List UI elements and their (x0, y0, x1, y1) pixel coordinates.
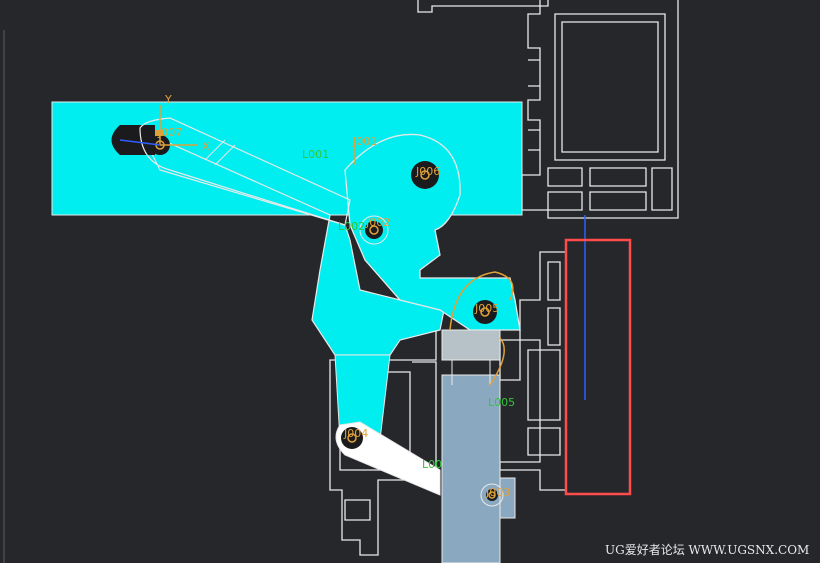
pivot-joint-icon[interactable] (411, 161, 439, 189)
link-label-l001[interactable]: L001 (302, 148, 329, 161)
selection-highlight-box[interactable] (564, 238, 632, 496)
link-label-l002[interactable]: L002 (338, 220, 365, 233)
link-hatch (204, 139, 236, 166)
link-label-l005[interactable]: L005 (488, 396, 515, 409)
pivot-plate[interactable] (344, 133, 521, 331)
guide-slot (111, 125, 155, 155)
pivot-joint-icon[interactable] (359, 215, 389, 245)
j005-motion-arc (449, 271, 514, 331)
joint-label-j004[interactable]: J004 (343, 427, 368, 440)
slider-tab (499, 477, 516, 519)
joint-label-j001[interactable]: J001 (352, 135, 377, 148)
pivot-joint-icon[interactable] (341, 427, 363, 449)
joint-label-j005[interactable]: J005 (474, 302, 499, 315)
slider-head[interactable] (441, 329, 501, 361)
slider-neck (451, 360, 491, 385)
csys-x-label: X (202, 140, 210, 153)
link-label-l003[interactable]: L00 (422, 458, 442, 471)
link-l001-outline (139, 117, 351, 226)
link-l001-arm[interactable] (138, 128, 446, 356)
joint-label-j002[interactable]: J002 (365, 216, 390, 229)
csys-y-label: Y (164, 93, 172, 106)
j005-lower-arc (489, 337, 505, 386)
joint-label-j006[interactable]: J006 (415, 165, 440, 178)
joint-label-j007[interactable]: J007 (157, 126, 182, 139)
coordinate-system-icon[interactable]: Y X (119, 93, 210, 153)
upper-frame-profile[interactable] (417, 0, 679, 219)
pivot-joint-icon[interactable] (480, 483, 504, 507)
joint-label-j003[interactable]: J003 (485, 486, 510, 499)
forum-watermark: UG爱好者论坛 WWW.UGSNX.COM (605, 543, 809, 557)
pivot-joint-icon[interactable] (473, 300, 497, 324)
slider-bar[interactable] (441, 374, 501, 563)
